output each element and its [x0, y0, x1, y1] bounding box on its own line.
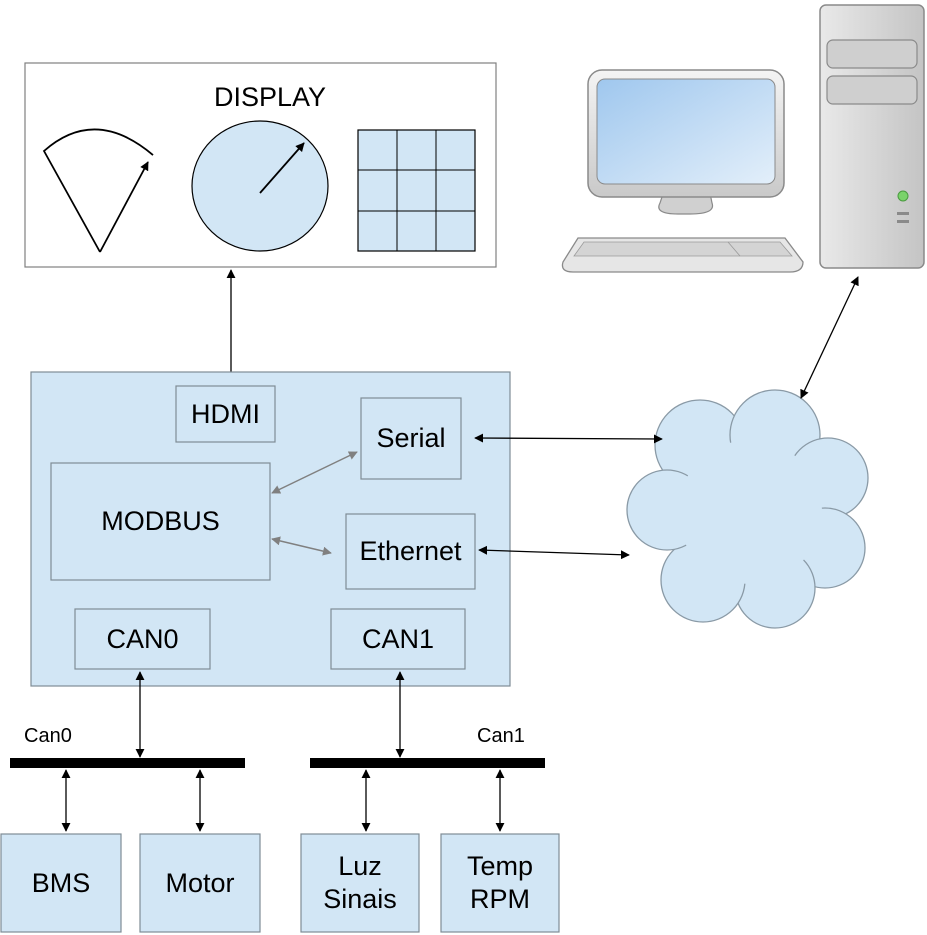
- bms-box: [0, 833, 122, 933]
- cloud-icon: [626, 389, 869, 629]
- gauge-icon: [42, 128, 154, 253]
- can1-bus-line: [310, 758, 545, 768]
- motor-box: [139, 833, 261, 933]
- display-title: DISPLAY: [213, 81, 327, 112]
- cloud-computer-arrow: [800, 276, 859, 399]
- hdmi-label: HDMI: [191, 398, 260, 429]
- motor-label: Motor: [165, 867, 235, 898]
- temp-rpm-box: [440, 833, 560, 933]
- can1-box: [330, 608, 466, 670]
- modbus-ethernet-arrow: [271, 536, 332, 556]
- modbus-serial-arrow: [271, 451, 358, 494]
- can0-box: [74, 608, 211, 670]
- modbus-label: MODBUS: [101, 506, 220, 536]
- serial-cloud-arrow: [474, 433, 663, 444]
- can0-bus-label: Can0: [24, 724, 72, 747]
- dial-icon: [191, 120, 329, 252]
- ethernet-box: [345, 513, 476, 590]
- temp-rpm-label: Temp RPM: [466, 851, 534, 914]
- ethernet-cloud-arrow: [478, 545, 630, 560]
- serial-box: [360, 397, 462, 480]
- luz-sinais-label: Luz Sinais: [323, 851, 397, 914]
- desktop-computer-icon: [561, 4, 925, 273]
- luz-sinais-box: [300, 833, 420, 933]
- modbus-box: [50, 462, 271, 581]
- can1-bus-label: Can1: [477, 724, 525, 747]
- can1-label: CAN1: [361, 623, 435, 654]
- grid-icon: [357, 129, 476, 252]
- can0-bus-line: [10, 758, 245, 768]
- serial-label: Serial: [376, 423, 446, 453]
- hdmi-box: [175, 385, 276, 443]
- can0-label: CAN0: [106, 623, 179, 654]
- ethernet-label: Ethernet: [359, 536, 462, 566]
- bms-label: BMS: [31, 867, 91, 898]
